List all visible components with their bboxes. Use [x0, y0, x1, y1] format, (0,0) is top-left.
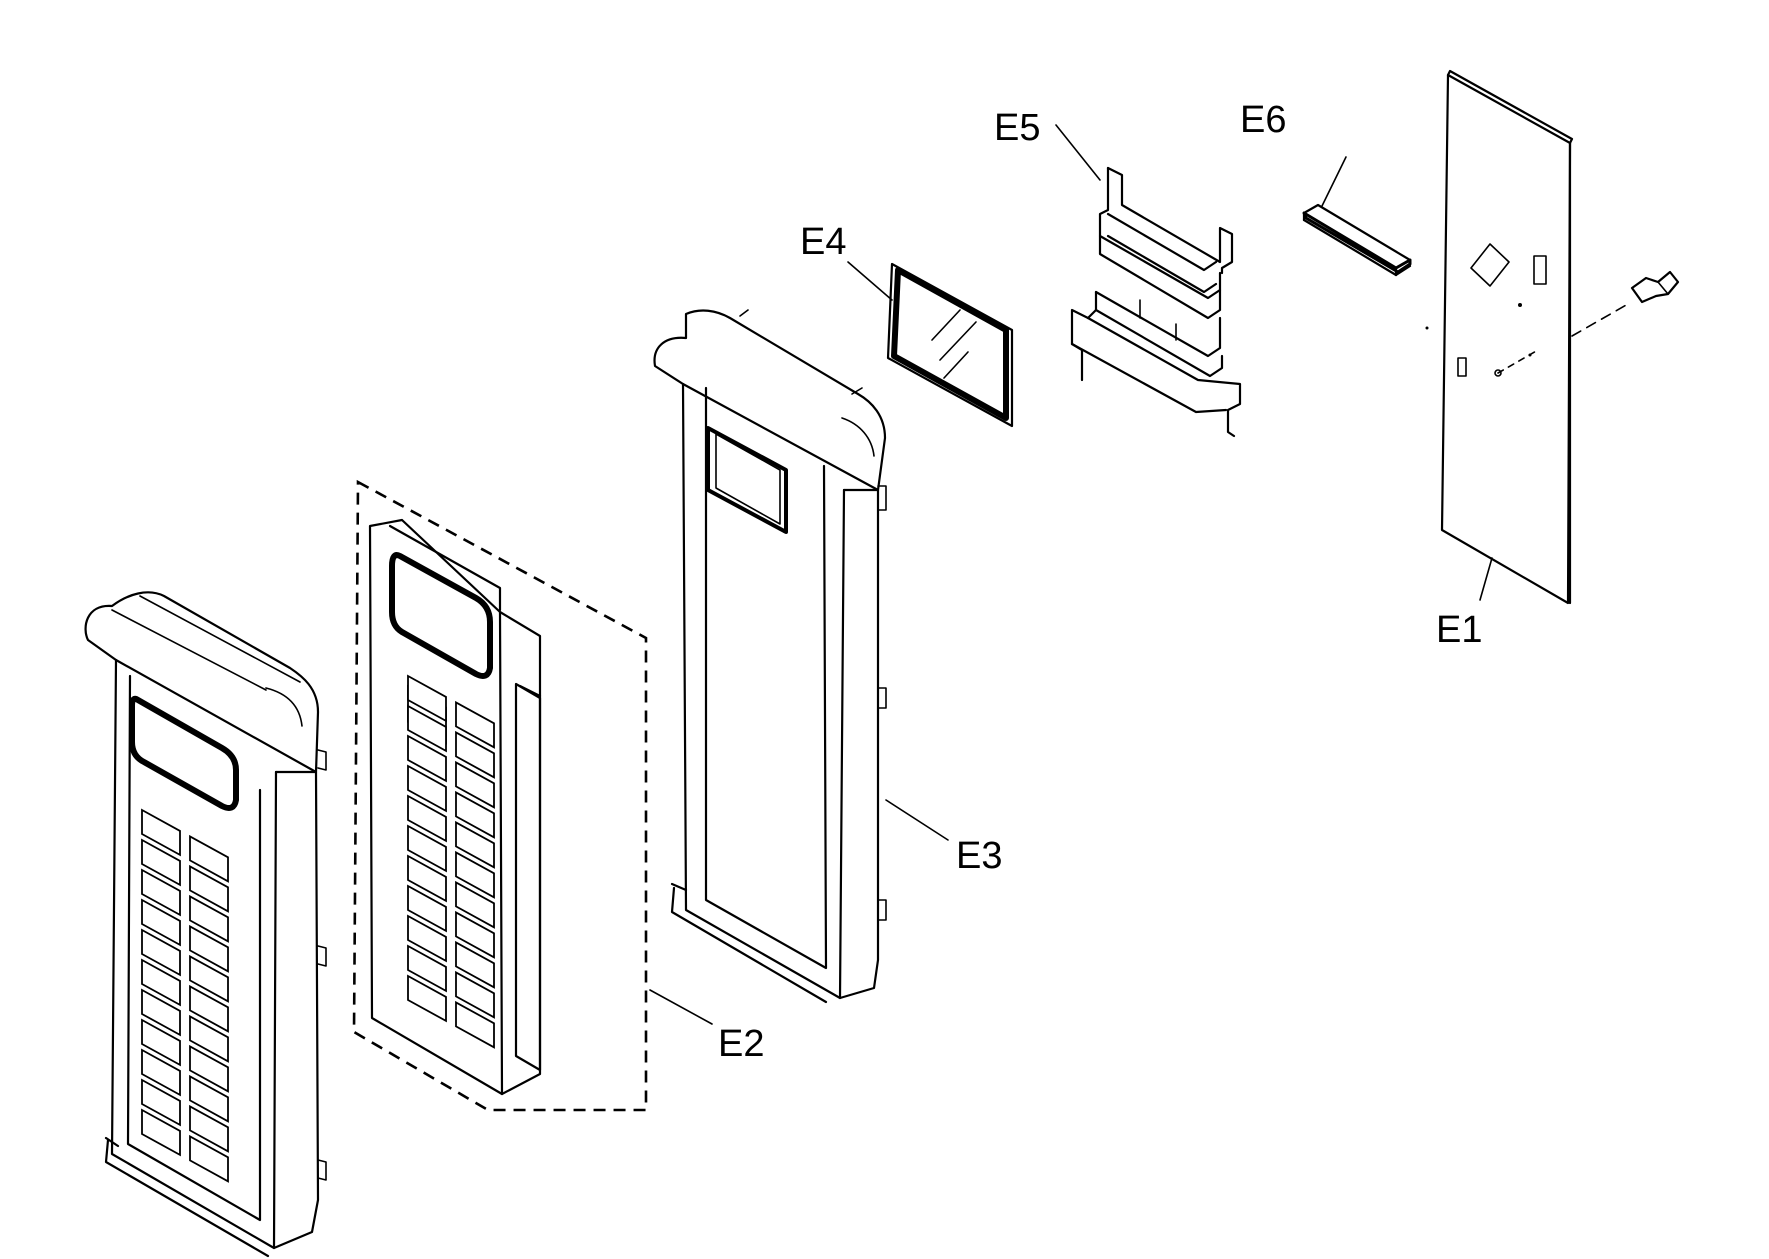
e2-key — [455, 730, 495, 779]
e2-key — [407, 914, 447, 963]
front-key — [141, 898, 181, 947]
e2-key — [455, 1000, 495, 1049]
front-key — [189, 834, 229, 883]
part-e2-keypad — [352, 479, 713, 1112]
e2-key — [407, 824, 447, 873]
front-key — [189, 1104, 229, 1153]
front-key — [141, 838, 181, 887]
front-key — [189, 894, 229, 943]
front-key — [141, 1078, 181, 1127]
e2-key — [455, 700, 495, 749]
part-e1-circuit-board — [1425, 69, 1680, 605]
e2-key — [407, 854, 447, 903]
front-key — [189, 954, 229, 1003]
front-key — [141, 808, 181, 857]
e2-key — [455, 940, 495, 989]
label-e5: E5 — [994, 107, 1040, 149]
label-e1: E1 — [1436, 609, 1482, 651]
e2-key — [407, 734, 447, 783]
front-key — [189, 924, 229, 973]
e2-key — [455, 760, 495, 809]
label-e6: E6 — [1240, 99, 1286, 141]
e2-key — [407, 674, 447, 723]
front-key — [189, 984, 229, 1033]
e2-key — [455, 790, 495, 839]
part-e3-frame — [653, 309, 949, 1004]
label-e4: E4 — [800, 221, 846, 263]
e2-key — [455, 880, 495, 929]
part-e5-bracket — [1055, 124, 1242, 438]
e2-key — [455, 910, 495, 959]
label-e3: E3 — [956, 835, 1002, 877]
e2-key — [455, 970, 495, 1019]
front-key — [189, 1014, 229, 1063]
part-front-panel — [84, 591, 327, 1258]
front-key — [189, 1044, 229, 1093]
e2-key — [407, 884, 447, 933]
e2-key — [407, 704, 447, 753]
front-key — [141, 928, 181, 977]
e2-key — [455, 820, 495, 869]
front-key — [141, 988, 181, 1037]
front-key — [141, 1108, 181, 1157]
front-key — [189, 1134, 229, 1183]
part-e4-window — [847, 261, 1014, 428]
front-key — [141, 1048, 181, 1097]
label-e2: E2 — [718, 1023, 764, 1065]
e2-key — [407, 944, 447, 993]
front-key — [189, 1074, 229, 1123]
front-key — [141, 958, 181, 1007]
e2-key — [455, 850, 495, 899]
e2-key — [407, 764, 447, 813]
front-key — [141, 868, 181, 917]
screw-icon — [1630, 270, 1680, 304]
e2-key — [407, 794, 447, 843]
front-key — [141, 1018, 181, 1067]
front-key — [189, 864, 229, 913]
e2-key — [407, 974, 447, 1023]
part-e6-bar — [1302, 156, 1412, 277]
